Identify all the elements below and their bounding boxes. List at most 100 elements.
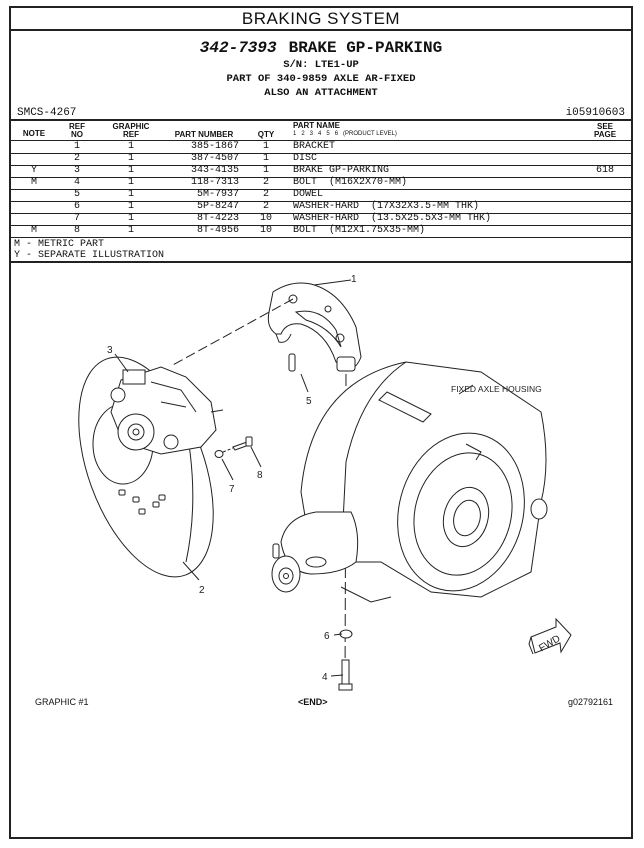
callout-4: 4 [322, 672, 328, 683]
legend-metric: M - METRIC PART [14, 239, 105, 250]
group-part-number: 342-7393 [199, 39, 277, 57]
cell-part-name: WASHER-HARD (17X32X3.5-MM THK) [293, 201, 480, 212]
cell-part-number: 343-4135 [190, 165, 239, 176]
cell-part-name: BRACKET [293, 141, 336, 152]
cell-part-number: 385-1867 [190, 141, 239, 152]
bracket-part [267, 282, 362, 372]
housing-label: FIXED AXLE HOUSING [451, 384, 542, 394]
cell-qty: 2 [262, 201, 269, 212]
cell-note: M [30, 177, 37, 188]
group-part-name: BRAKE GP-PARKING [288, 39, 443, 57]
cell-graphic-ref: 1 [127, 153, 134, 164]
cell-qty: 10 [259, 225, 272, 236]
graphic-label: GRAPHIC #1 [35, 697, 89, 707]
cell-part-name: DISC [293, 153, 318, 164]
cell-qty: 1 [262, 141, 269, 152]
col-graphic-ref-2: REF [123, 130, 139, 139]
cell-part-number: 387-4507 [190, 153, 239, 164]
cell-ref-no: 2 [73, 153, 80, 164]
part-of-line: PART OF 340-9859 AXLE AR-FIXED [226, 73, 416, 85]
table-bottom-rule [11, 261, 631, 263]
col-see-page-1: SEE [596, 122, 613, 131]
cell-graphic-ref: 1 [127, 225, 134, 236]
col-see-page-2: PAGE [593, 130, 617, 139]
legend-separate-illustration: Y - SEPARATE ILLUSTRATION [14, 250, 165, 261]
cell-note: M [30, 225, 37, 236]
cell-ref-no: 7 [73, 213, 80, 224]
row-rule [11, 201, 631, 202]
washer-7-part [214, 450, 224, 458]
callout-5: 5 [306, 396, 312, 407]
callout-2: 2 [199, 585, 205, 596]
cell-graphic-ref: 1 [127, 213, 134, 224]
illustration-id: i05910603 [565, 107, 625, 119]
cell-graphic-ref: 1 [127, 189, 134, 200]
cell-part-name: DOWEL [293, 189, 324, 200]
caliper-part [110, 366, 224, 455]
col-product-level: 1 2 3 4 5 6 (PRODUCT LEVEL) [293, 131, 397, 137]
cell-qty: 10 [259, 213, 272, 224]
cell-ref-no: 5 [73, 189, 80, 200]
row-rule [11, 189, 631, 190]
dowel-part [288, 353, 296, 372]
col-part-name: PART NAME [293, 121, 340, 130]
row-rule [11, 165, 631, 166]
row-rule [11, 213, 631, 214]
cell-ref-no: 3 [73, 165, 80, 176]
callout-7: 7 [229, 484, 235, 495]
col-qty: QTY [257, 130, 275, 139]
cell-part-number: 8T-4956 [196, 225, 239, 236]
bolt-8-part [232, 436, 253, 451]
attachment-line: ALSO AN ATTACHMENT [264, 87, 378, 99]
cell-part-name: BOLT (M12X1.75X35-MM) [293, 225, 426, 236]
cell-ref-no: 8 [73, 225, 80, 236]
axle-housing [271, 361, 548, 603]
row-rule [11, 177, 631, 178]
bolt-4-part [338, 659, 353, 691]
cell-part-name: BRAKE GP-PARKING [293, 165, 390, 176]
row-rule [11, 237, 631, 238]
page-title: BRAKING SYSTEM [11, 8, 631, 31]
cell-see-page: 618 [595, 165, 614, 176]
col-ref-no-1: REF [69, 122, 85, 131]
cell-graphic-ref: 1 [127, 201, 134, 212]
cell-part-number: 5P-8247 [196, 201, 239, 212]
col-graphic-ref-1: GRAPHIC [112, 122, 150, 131]
table-top-rule [11, 119, 631, 121]
cell-qty: 2 [262, 177, 269, 188]
cell-graphic-ref: 1 [127, 177, 134, 188]
callout-3: 3 [107, 345, 113, 356]
col-note: NOTE [22, 129, 46, 138]
header-rule [11, 140, 631, 141]
callout-1: 1 [351, 274, 357, 285]
exploded-parts-diagram: FWD 1 2 3 4 5 6 7 8 FIXED AXLE HOUSING [78, 274, 572, 692]
cell-qty: 1 [262, 165, 269, 176]
cell-part-name: WASHER-HARD (13.5X25.5X3-MM THK) [293, 213, 492, 224]
end-marker: <END> [298, 697, 328, 707]
callout-8: 8 [257, 470, 263, 481]
cell-graphic-ref: 1 [127, 141, 134, 152]
cell-qty: 2 [262, 189, 269, 200]
cell-part-number: 5M-7937 [196, 189, 239, 200]
assembly-line-caliper [170, 298, 294, 367]
forward-arrow-icon: FWD [528, 617, 572, 654]
smcs-code: SMCS-4267 [17, 107, 77, 119]
cell-ref-no: 4 [73, 177, 80, 188]
col-ref-no-2: NO [71, 130, 83, 139]
cell-qty: 1 [262, 153, 269, 164]
cell-ref-no: 1 [73, 141, 80, 152]
serial-number: S/N: LTE1-UP [283, 59, 359, 71]
callout-6: 6 [324, 631, 330, 642]
group-title: 342-7393 BRAKE GP-PARKING [11, 39, 631, 57]
row-rule [11, 153, 631, 154]
cell-part-name: BOLT (M16X2X70-MM) [293, 177, 408, 188]
callout-leaders [114, 279, 474, 677]
graphic-id: g02792161 [567, 697, 613, 707]
cell-part-number: 118-7313 [190, 177, 239, 188]
cell-part-number: 8T-4223 [196, 213, 239, 224]
col-part-number: PART NUMBER [174, 130, 234, 139]
cell-ref-no: 6 [73, 201, 80, 212]
row-rule [11, 225, 631, 226]
cell-note: Y [30, 165, 37, 176]
